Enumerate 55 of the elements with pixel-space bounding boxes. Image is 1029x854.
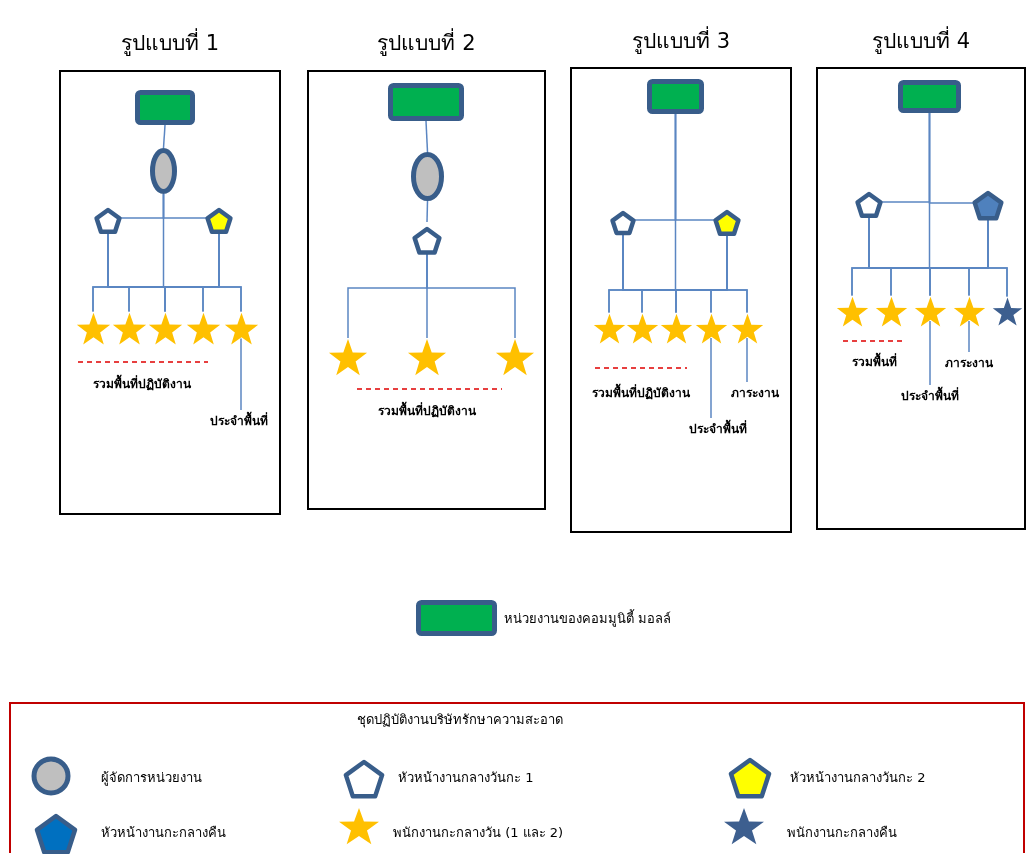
star-symbol bbox=[328, 337, 368, 377]
connector-line bbox=[162, 193, 166, 313]
star-symbol bbox=[111, 310, 147, 346]
star-symbol bbox=[874, 294, 908, 328]
star-symbol bbox=[659, 311, 693, 345]
star-symbol bbox=[913, 294, 947, 328]
star-symbol bbox=[75, 310, 111, 346]
legend-text: พนักงานกะกลางวัน (1 และ 2) bbox=[393, 824, 564, 842]
star-symbol bbox=[147, 310, 183, 346]
legend-text: หน่วยงานของคอมมูนิตี้ มอลล์ bbox=[504, 608, 672, 629]
legend-title: ชุดปฏิบัติงานบริษัทรักษาความสะอาด bbox=[356, 711, 564, 730]
star-symbol bbox=[223, 310, 259, 346]
connector-line bbox=[426, 253, 516, 339]
star-symbol bbox=[407, 337, 447, 377]
connector-line bbox=[218, 232, 242, 313]
star-symbol bbox=[592, 311, 626, 345]
star-symbol bbox=[694, 311, 728, 345]
star-symbol bbox=[952, 294, 986, 328]
leader-text: ประจำพื้นที่ bbox=[198, 410, 280, 432]
connector-line bbox=[987, 219, 1008, 298]
connector-line bbox=[162, 124, 166, 149]
unit-rectangle bbox=[135, 90, 195, 125]
area-label: รวมพื้นที่ปฏิบัติงาน bbox=[72, 374, 212, 393]
connector-line bbox=[928, 112, 931, 297]
connector-line bbox=[726, 234, 748, 314]
star-symbol bbox=[730, 311, 764, 345]
panel-title: รูปแบบที่ 2 bbox=[307, 26, 546, 59]
panel-title: รูปแบบที่ 1 bbox=[59, 26, 281, 59]
area-label: รวมพื้นที่ปฏิบัติงาน bbox=[578, 383, 704, 402]
area-label: รวมพื้นที่ปฏิบัติงาน bbox=[352, 401, 502, 420]
legend-text: หัวหน้างานกลางวันกะ 1 bbox=[398, 769, 534, 787]
leader-text: ภาระงาน bbox=[936, 352, 1002, 374]
unit-rectangle bbox=[647, 79, 704, 114]
leader-text: ภาระงาน bbox=[724, 382, 786, 404]
legend-text: หัวหน้างานกลางวันกะ 2 bbox=[790, 769, 926, 787]
legend-text: ผู้จัดการหน่วยงาน bbox=[101, 769, 202, 788]
connector-line bbox=[426, 200, 429, 223]
manager-ellipse bbox=[411, 152, 444, 201]
star-symbol bbox=[835, 294, 869, 328]
legend-text: พนักงานกะกลางคืน bbox=[787, 824, 897, 842]
star-symbol bbox=[625, 311, 659, 345]
connector-line bbox=[425, 120, 429, 153]
area-label: รวมพื้นที่ bbox=[836, 352, 912, 371]
legend-text: หัวหน้างานกะกลางคืน bbox=[101, 824, 226, 842]
connector-line bbox=[674, 113, 677, 314]
leader-text: ประจำพื้นที่ bbox=[676, 418, 760, 440]
star-symbol bbox=[185, 310, 221, 346]
panel-title: รูปแบบที่ 3 bbox=[570, 24, 792, 57]
star-symbol bbox=[495, 337, 535, 377]
star-symbol bbox=[991, 295, 1023, 327]
unit-rectangle bbox=[898, 80, 961, 113]
panel-title: รูปแบบที่ 4 bbox=[816, 24, 1026, 57]
unit-rectangle bbox=[388, 83, 464, 121]
manager-ellipse bbox=[150, 148, 177, 194]
leader-text: ประจำพื้นที่ bbox=[884, 385, 976, 407]
